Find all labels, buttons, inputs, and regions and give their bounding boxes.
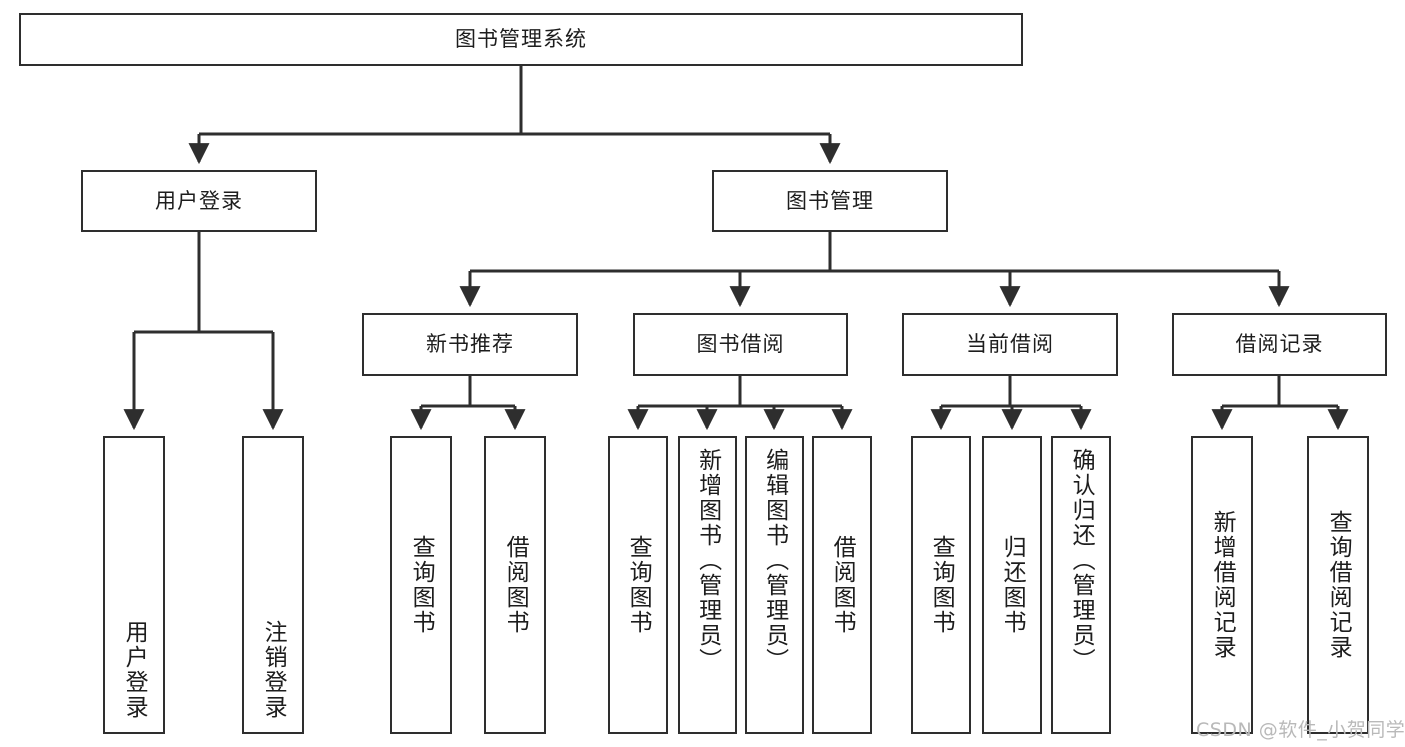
node-label: 查询图书 <box>408 535 435 635</box>
node-user-login[interactable]: 用户登录 <box>81 170 317 232</box>
node-leaf-query-borrow-record[interactable]: 查询借阅记录 <box>1307 436 1369 734</box>
node-leaf-add-book-admin[interactable]: 新增图书（管理员） <box>678 436 737 734</box>
node-label: 图书管理系统 <box>455 27 587 52</box>
node-leaf-logout[interactable]: 注销登录 <box>242 436 304 734</box>
node-label: 图书借阅 <box>696 332 785 357</box>
node-label: 新增借阅记录 <box>1209 510 1236 660</box>
node-leaf-add-borrow-record[interactable]: 新增借阅记录 <box>1191 436 1253 734</box>
node-label: 用户登录 <box>121 620 148 720</box>
node-leaf-return-book[interactable]: 归还图书 <box>982 436 1042 734</box>
node-label: 新增图书（管理员） <box>694 448 721 673</box>
node-leaf-borrow-book-new[interactable]: 借阅图书 <box>484 436 546 734</box>
node-label: 注销登录 <box>260 620 287 720</box>
node-root-system[interactable]: 图书管理系统 <box>19 13 1023 66</box>
node-leaf-user-login[interactable]: 用户登录 <box>103 436 165 734</box>
node-label: 用户登录 <box>155 188 243 213</box>
node-label: 图书管理 <box>786 188 874 213</box>
node-label: 当前借阅 <box>966 332 1054 357</box>
node-leaf-query-book-new[interactable]: 查询图书 <box>390 436 452 734</box>
node-label: 归还图书 <box>999 535 1026 635</box>
node-label: 借阅记录 <box>1235 332 1324 357</box>
node-new-book-recommend[interactable]: 新书推荐 <box>362 313 578 376</box>
node-book-manage[interactable]: 图书管理 <box>712 170 948 232</box>
node-leaf-query-book-current[interactable]: 查询图书 <box>911 436 971 734</box>
csdn-watermark: CSDN @软件_小贺同学 <box>1196 719 1405 741</box>
node-label: 查询图书 <box>928 535 955 635</box>
node-leaf-query-book-borrow[interactable]: 查询图书 <box>608 436 668 734</box>
node-label: 新书推荐 <box>426 332 514 357</box>
node-book-borrow[interactable]: 图书借阅 <box>633 313 848 376</box>
node-borrow-record[interactable]: 借阅记录 <box>1172 313 1387 376</box>
node-leaf-borrow-book-borrow[interactable]: 借阅图书 <box>812 436 872 734</box>
node-leaf-confirm-return-admin[interactable]: 确认归还（管理员） <box>1051 436 1111 734</box>
node-label: 编辑图书（管理员） <box>761 448 788 673</box>
node-label: 查询图书 <box>625 535 652 635</box>
node-current-borrow[interactable]: 当前借阅 <box>902 313 1118 376</box>
node-label: 查询借阅记录 <box>1325 510 1352 660</box>
node-label: 确认归还（管理员） <box>1068 448 1095 673</box>
node-leaf-edit-book-admin[interactable]: 编辑图书（管理员） <box>745 436 804 734</box>
node-label: 借阅图书 <box>829 535 856 635</box>
node-label: 借阅图书 <box>502 535 529 635</box>
